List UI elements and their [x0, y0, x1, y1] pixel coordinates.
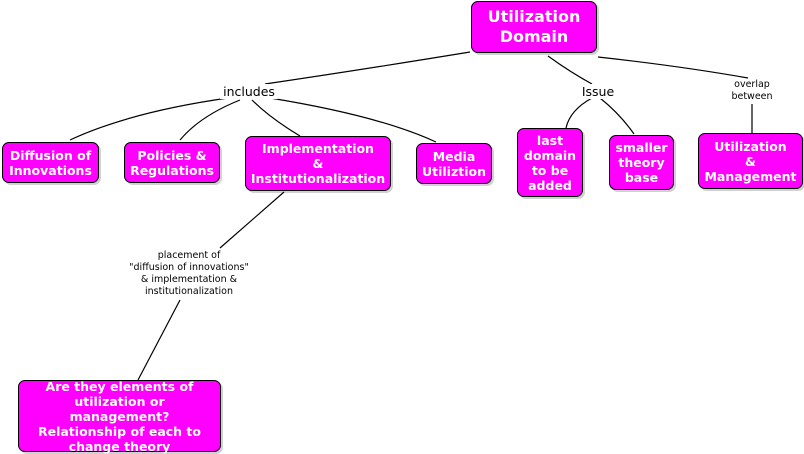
- connector-includes-diffusion: [69, 97, 229, 141]
- root-node-utilization-domain[interactable]: Utilization Domain: [471, 1, 597, 53]
- connector-includes-media: [269, 97, 437, 143]
- connector-includes-implementation: [251, 99, 301, 137]
- link-label-issue: Issue: [578, 84, 618, 99]
- connector-issue-last-domain: [565, 97, 593, 129]
- link-label-overlap-between: overlap between: [726, 79, 778, 103]
- node-diffusion-of-innovations[interactable]: Diffusion of Innovations: [2, 142, 99, 183]
- node-implementation-institutionalization[interactable]: Implementation & Institutionalization: [245, 136, 391, 191]
- node-elements-question[interactable]: Are they elements of utilization or mana…: [18, 379, 221, 454]
- connector-placement-question: [137, 299, 181, 381]
- node-policies-regulations[interactable]: Policies & Regulations: [124, 142, 220, 183]
- node-media-utiliztion[interactable]: Media Utiliztion: [416, 143, 492, 184]
- connector-issue-smaller-theory: [599, 97, 635, 135]
- link-label-includes: includes: [220, 84, 278, 99]
- node-last-domain[interactable]: last domain to be added: [517, 128, 583, 197]
- link-label-placement: placement of "diffusion of innovations" …: [118, 250, 260, 298]
- connector-root-includes: [264, 51, 471, 85]
- connector-root-overlap: [597, 56, 749, 79]
- node-utilization-management[interactable]: Utilization & Management: [698, 133, 803, 189]
- node-smaller-theory-base[interactable]: smaller theory base: [609, 135, 674, 190]
- connector-includes-policies: [179, 99, 241, 141]
- connector-root-issue: [547, 55, 593, 85]
- connector-implementation-placement: [219, 191, 285, 249]
